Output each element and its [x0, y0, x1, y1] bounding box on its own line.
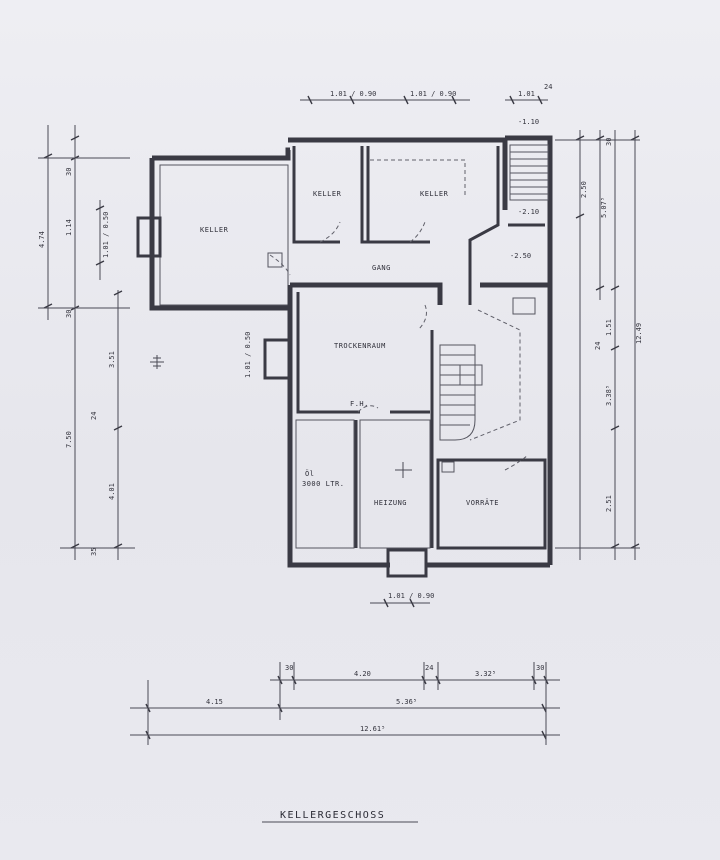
wall-keller-divider	[360, 146, 368, 244]
dim-window-west: 1.01 / 0.50	[102, 212, 110, 258]
lightwell-south	[386, 548, 428, 578]
dim-bottom-row2-1: 5.36⁵	[396, 698, 417, 706]
wall-keller-right-left	[366, 146, 430, 244]
dim-left-4: 7.50	[65, 431, 73, 448]
wall-vorraete-room	[436, 458, 547, 550]
wall-west-lower	[287, 285, 390, 568]
level-labels: -1.10 -2.10 -2.50	[510, 118, 539, 260]
wall-top	[288, 137, 508, 210]
lightwell-trocken	[263, 338, 292, 380]
wall-keller-mid-left	[292, 146, 340, 244]
wall-heizung-room	[359, 419, 431, 549]
wall-trocken-inner	[296, 292, 360, 414]
dim-right-4: 2.51	[605, 495, 613, 512]
label-tank-2: 3000 LTR.	[302, 480, 344, 488]
dim-top-0: 1.01 / 0.90	[330, 90, 376, 98]
dim-right-6: 30	[605, 138, 613, 146]
label-trockenraum: TROCKENRAUM	[334, 342, 386, 350]
label-gang: GANG	[372, 264, 391, 272]
dim-right-2: 1.51	[605, 319, 613, 336]
dim-left-2: 3.51	[108, 351, 116, 368]
walls	[136, 135, 553, 578]
dim-left-7: 30	[65, 168, 73, 176]
dim-right-3: 3.38⁵	[605, 385, 613, 406]
dim-bottom-row1-3: 3.32⁵	[475, 670, 496, 678]
wall-east	[505, 135, 553, 565]
dim-left-0: 4.74	[38, 231, 46, 248]
dim-left-6: 30	[65, 310, 73, 318]
dim-right-5: 12.49	[635, 323, 643, 344]
dim-right-7: 24	[594, 342, 602, 350]
dim-left-8: 35	[90, 548, 98, 556]
dim-left-3: 4.01	[108, 483, 116, 500]
label-keller-mid: KELLER	[313, 190, 342, 198]
wall-keller-left-inner	[159, 164, 289, 306]
dim-top-2: 1.01	[518, 90, 535, 98]
level-1: -1.10	[518, 118, 539, 126]
dim-window-trocken: 1.01 / 0.50	[244, 332, 252, 378]
dim-bottom-row2-0: 4.15	[206, 698, 223, 706]
room-labels: KELLER KELLER KELLER GANG TROCKENRAUM F.…	[200, 190, 499, 507]
wall-keller-right-right	[468, 146, 500, 305]
lightwell-west	[136, 216, 162, 258]
staircase	[439, 144, 549, 473]
dim-bottom-row1-0: 30	[285, 664, 293, 672]
dim-bottom-row1-2: 24	[425, 664, 433, 672]
dim-window-south: 1.01 / 0.90	[388, 592, 434, 600]
level-3: -2.50	[510, 252, 531, 260]
dim-bottom-row1-4: 30	[536, 664, 544, 672]
label-heizung: HEIZUNG	[374, 499, 407, 507]
label-keller-right: KELLER	[420, 190, 449, 198]
wall-tank-room	[295, 419, 355, 549]
level-2: -2.10	[518, 208, 539, 216]
dim-top-3: 24	[544, 83, 552, 91]
drawing-title: KELLERGESCHOSS	[280, 810, 385, 821]
dim-left-5: 24	[90, 412, 98, 420]
dim-bottom-row1-1: 4.20	[354, 670, 371, 678]
dim-top-1: 1.01 / 0.90	[410, 90, 456, 98]
label-tank-1: Öl	[305, 469, 314, 478]
label-fh: F.H.	[350, 400, 369, 408]
wall-gang-south	[290, 282, 443, 305]
dim-right-1: 5.07⁵	[600, 197, 608, 218]
door-swings	[267, 159, 536, 471]
dim-right-0: 2.50	[580, 181, 588, 198]
label-keller-left: KELLER	[200, 226, 229, 234]
wall-keller-left-top	[152, 147, 291, 161]
wall-keller-left-outer	[149, 158, 290, 311]
dimension-lines	[38, 95, 640, 745]
dim-left-1: 1.14	[65, 219, 73, 236]
dimension-texts: 1.01 / 0.90 1.01 / 0.90 1.01 24 4.74 1.1…	[38, 83, 643, 733]
dim-bottom-total: 12.61⁵	[360, 725, 385, 733]
label-vorraete: VORRÄTE	[466, 498, 499, 507]
